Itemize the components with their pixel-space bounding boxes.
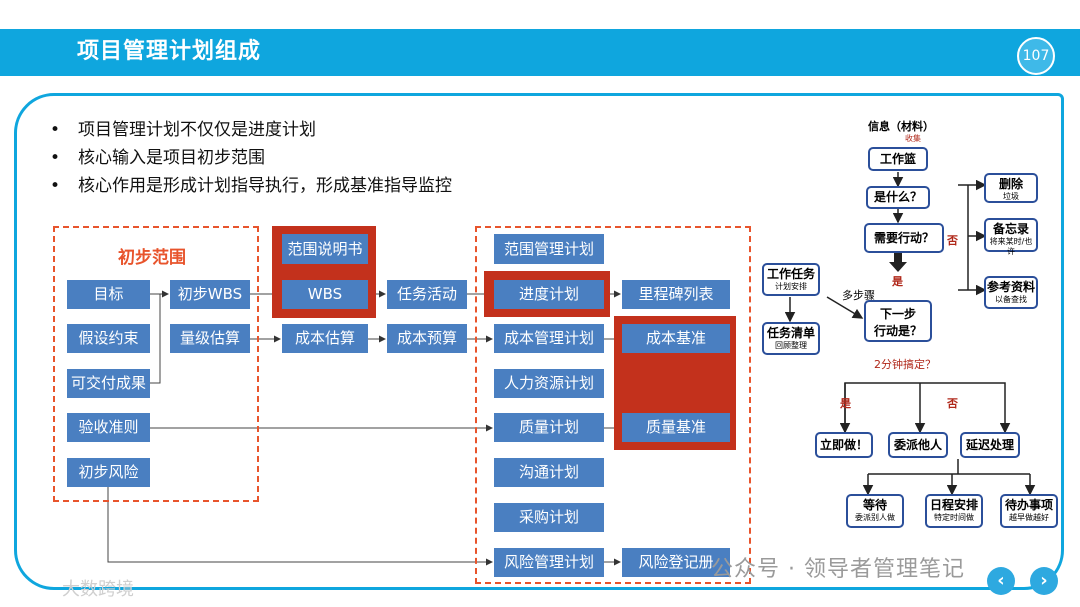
flow-next-step: 下一步行动是？ [864,300,932,342]
flow-need-action: 需要行动？ [864,223,944,253]
plan-hr: 人力资源计划 [494,369,604,398]
flow-yes2-label: 是 [840,397,851,410]
node-task-activity: 任务活动 [387,280,467,309]
watermark-text: 公众号 · 领导者管理笔记 [711,557,965,582]
node-scale-estimate: 量级估算 [170,324,250,353]
flow-what: 是什么？ [866,186,930,209]
content-frame [14,93,1064,590]
node-assumptions: 假设约束 [67,324,150,353]
flow-collect-label: 收集 [905,134,921,143]
plan-procurement: 采购计划 [494,503,604,532]
node-cost-estimate: 成本估算 [282,324,368,353]
bullet-list: •项目管理计划不仅仅是进度计划 •核心输入是项目初步范围 •核心作用是形成计划指… [50,116,452,200]
flow-delegate: 委派他人 [888,432,948,458]
flow-task-list: 任务清单回顾整理 [762,322,820,355]
flow-wait: 等待委派别人做 [846,494,904,528]
plan-communication: 沟通计划 [494,458,604,487]
flow-no-label: 否 [947,234,958,247]
flow-info-label: 信息（材料） [868,120,934,133]
initial-scope-group [53,226,259,502]
initial-scope-title: 初步范围 [118,248,186,268]
flow-two-minute-label: 2分钟搞定？ [874,358,936,371]
flow-delete: 删除垃圾 [984,173,1038,203]
output-quality-baseline: 质量基准 [622,413,730,442]
flow-defer: 延迟处理 [960,432,1020,458]
page-title: 项目管理计划组成 [77,39,262,64]
flow-work-task: 工作任务计划安排 [762,263,820,296]
flow-reference: 参考资料以备查找 [984,276,1038,309]
node-deliverables: 可交付成果 [67,369,150,398]
output-cost-baseline: 成本基准 [622,324,730,353]
flow-memo: 备忘录将来某时/也许 [984,218,1038,256]
node-cost-budget: 成本预算 [387,324,467,353]
node-acceptance: 验收准则 [67,413,150,442]
plan-quality: 质量计划 [494,413,604,442]
flow-schedule: 日程安排特定时间做 [925,494,983,528]
next-page-button[interactable]: › [1030,567,1058,595]
flow-do-now: 立即做！ [815,432,873,458]
flow-multi-step-label: 多步骤 [842,289,875,302]
output-risk-register: 风险登记册 [622,548,730,577]
node-wbs: WBS [282,280,368,309]
bullet-item: •核心输入是项目初步范围 [50,148,265,168]
flow-todo: 待办事项越早做越好 [1000,494,1058,528]
output-milestones: 里程碑列表 [622,280,730,309]
bullet-item: •核心作用是形成计划指导执行，形成基准指导监控 [50,176,452,196]
node-initial-wbs: 初步WBS [170,280,250,309]
flow-yes-label: 是 [892,275,903,288]
plan-cost-mgmt: 成本管理计划 [494,324,604,353]
page-number-badge: 107 [1017,37,1055,75]
flow-no2-label: 否 [947,397,958,410]
plan-group [475,226,751,584]
node-scope-statement: 范围说明书 [282,234,368,264]
bullet-item: •项目管理计划不仅仅是进度计划 [50,120,316,140]
node-initial-risk: 初步风险 [67,458,150,487]
watermark-logo: 大数跨境 [62,579,134,600]
header-bar [0,29,1080,76]
node-goal: 目标 [67,280,150,309]
plan-risk-mgmt: 风险管理计划 [494,548,604,577]
flow-inbox: 工作篮 [868,147,928,171]
prev-page-button[interactable]: ‹ [987,567,1015,595]
plan-scope-mgmt: 范围管理计划 [494,234,604,264]
plan-schedule: 进度计划 [494,280,604,309]
